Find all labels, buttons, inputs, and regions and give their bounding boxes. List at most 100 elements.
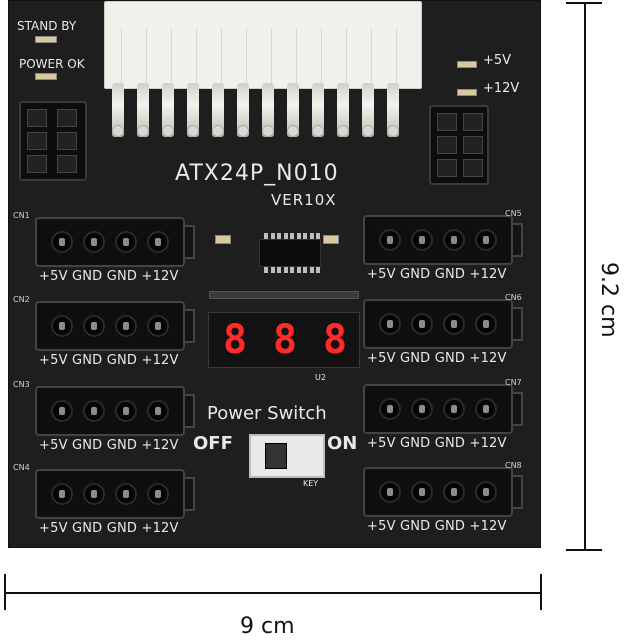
molex-latch xyxy=(185,477,195,511)
molex-socket xyxy=(51,483,73,505)
connector-hole xyxy=(57,109,77,127)
standby-led xyxy=(35,36,57,43)
connector-hole xyxy=(27,109,47,127)
atx-24pin-connector xyxy=(104,1,422,89)
connector-rib xyxy=(196,28,197,88)
molex-socket xyxy=(83,315,105,337)
molex-latch xyxy=(513,475,523,509)
solder-pad xyxy=(137,125,149,137)
molex-latch xyxy=(185,394,195,428)
solder-pad xyxy=(387,125,399,137)
connector-rib xyxy=(346,28,347,88)
connector-hole xyxy=(437,136,457,154)
standby-label: STAND BY xyxy=(17,19,77,33)
molex-socket xyxy=(115,483,137,505)
connector-hole xyxy=(463,136,483,154)
led-12v xyxy=(457,89,477,96)
pinout-label: +5V GND GND +12V xyxy=(39,353,179,368)
smd-resistor xyxy=(323,235,339,244)
ic-leg xyxy=(303,233,307,239)
ic-leg xyxy=(283,267,288,273)
molex-connector xyxy=(35,217,195,267)
connector-rib xyxy=(321,28,322,88)
molex-socket xyxy=(443,481,465,503)
molex-socket xyxy=(115,231,137,253)
atx-pin xyxy=(112,83,124,137)
smd-row xyxy=(209,291,359,299)
molex-socket xyxy=(443,313,465,335)
molex-socket xyxy=(443,398,465,420)
connector-rib xyxy=(146,28,147,88)
connector-rib xyxy=(246,28,247,88)
molex-socket xyxy=(51,315,73,337)
connector-hole xyxy=(437,159,457,177)
pinout-label: +5V GND GND +12V xyxy=(39,269,179,284)
molex-socket xyxy=(411,398,433,420)
molex-socket xyxy=(475,398,497,420)
rail-5v-label: +5V xyxy=(483,53,512,68)
atx-pin xyxy=(362,83,374,137)
atx-pin xyxy=(387,83,399,137)
off-label: OFF xyxy=(193,433,233,454)
connector-id-label: CN7 xyxy=(505,378,522,387)
connector-rib xyxy=(296,28,297,88)
connector-hole xyxy=(463,113,483,131)
power-switch[interactable] xyxy=(249,434,325,478)
solder-pad xyxy=(337,125,349,137)
atx-pin xyxy=(212,83,224,137)
molex-connector xyxy=(35,469,195,519)
molex-socket xyxy=(411,313,433,335)
molex-connector xyxy=(363,384,523,434)
solder-pad xyxy=(212,125,224,137)
molex-socket xyxy=(147,400,169,422)
molex-socket xyxy=(83,400,105,422)
ic-leg xyxy=(270,267,275,273)
connector-id-label: CN1 xyxy=(13,211,30,220)
molex-connector xyxy=(35,301,195,351)
molex-socket xyxy=(475,313,497,335)
molex-socket xyxy=(83,483,105,505)
atx-pin xyxy=(137,83,149,137)
switch-knob[interactable] xyxy=(265,443,287,469)
molex-socket xyxy=(411,481,433,503)
connector-hole xyxy=(437,113,457,131)
molex-socket xyxy=(475,229,497,251)
height-dimension-line xyxy=(584,2,586,550)
solder-pad xyxy=(312,125,324,137)
connector-id-label: CN6 xyxy=(505,293,522,302)
atx-pin xyxy=(262,83,274,137)
pinout-label: +5V GND GND +12V xyxy=(39,521,179,536)
smd-capacitor xyxy=(215,235,231,244)
display-digit: 8 xyxy=(272,317,298,363)
molex-socket xyxy=(115,315,137,337)
pcie-6pin-right xyxy=(429,105,489,185)
ic-leg xyxy=(303,267,307,273)
atx-pin xyxy=(312,83,324,137)
ic-leg xyxy=(264,267,268,273)
pinout-label: +5V GND GND +12V xyxy=(367,436,507,451)
led-5v xyxy=(457,61,477,68)
connector-id-label: CN2 xyxy=(13,295,30,304)
power-ok-label: POWER OK xyxy=(19,57,85,71)
version-label: VER10X xyxy=(271,191,337,209)
molex-socket xyxy=(83,231,105,253)
ic-leg xyxy=(270,233,275,239)
display-digit: 8 xyxy=(322,317,348,363)
connector-id-label: CN8 xyxy=(505,461,522,470)
height-label: 9.2 cm xyxy=(596,262,621,338)
molex-connector xyxy=(35,386,195,436)
ic-leg xyxy=(290,267,294,273)
solder-pad xyxy=(287,125,299,137)
solder-pad xyxy=(162,125,174,137)
ic-leg xyxy=(283,233,288,239)
ic-leg xyxy=(316,233,320,239)
ic-leg xyxy=(309,233,314,239)
pinout-label: +5V GND GND +12V xyxy=(367,267,507,282)
ic-leg xyxy=(316,267,320,273)
connector-rib xyxy=(371,28,372,88)
connector-id-label: CN3 xyxy=(13,380,30,389)
molex-socket xyxy=(147,483,169,505)
ic-leg xyxy=(309,267,314,273)
rail-12v-label: +12V xyxy=(483,81,520,96)
width-dimension-line xyxy=(4,592,542,594)
